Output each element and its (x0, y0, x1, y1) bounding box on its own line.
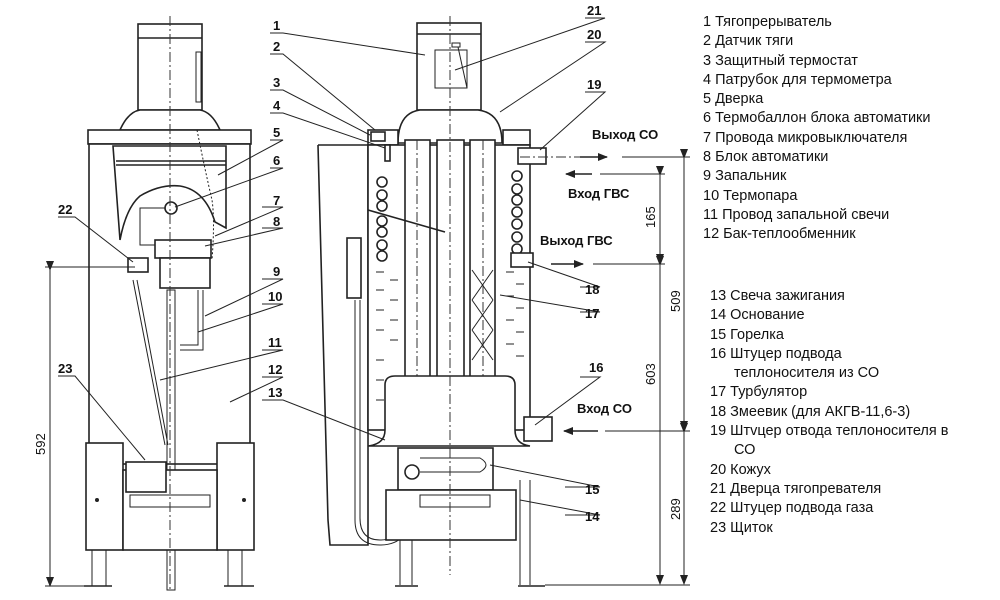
callout-7: 7 (273, 193, 280, 208)
dhw-outlet-fitting (510, 252, 534, 268)
burner (397, 447, 494, 491)
legend-item: 15 Горелка (710, 326, 784, 343)
callout-13: 13 (268, 385, 282, 400)
callout-12: 12 (268, 362, 282, 377)
dim-289-label: 289 (668, 498, 683, 520)
pilot-assembly (346, 237, 362, 299)
front-base-right (216, 442, 255, 551)
callout-18: 18 (585, 282, 599, 297)
callout-6: 6 (273, 153, 280, 168)
front-view (45, 16, 255, 591)
coil-left (376, 176, 388, 262)
callout-16: 16 (589, 360, 603, 375)
thermobulb (164, 201, 178, 215)
legend-item: 12 Бак-теплообменник (703, 226, 856, 243)
turbulator (471, 269, 494, 361)
legend-item: 17 Турбулятор (710, 384, 808, 401)
callout-19: 19 (587, 77, 601, 92)
legend-item: 3 Защитный термостат (703, 52, 858, 69)
callout-17: 17 (585, 306, 599, 321)
legend-item: 11 Провод запальной свечи (703, 206, 890, 223)
legend-item: 21 Дверца тягопревателя (710, 480, 882, 497)
front-door (112, 145, 227, 241)
front-panel-shield (125, 461, 167, 493)
legend-item: 2 Датчик тяги (703, 33, 794, 50)
flow-co-out-label: Выход СО (592, 127, 658, 142)
callout-23: 23 (58, 361, 72, 376)
legend-item: 4 Патрубок для термометра (703, 71, 892, 88)
legend-item: 23 Щиток (710, 519, 773, 536)
legend-item: 1 Тягопрерыватель (703, 14, 832, 30)
dim-603-label: 603 (643, 363, 658, 385)
callout-20: 20 (587, 27, 601, 42)
legend-item: 7 Провода микровыключателя (703, 129, 908, 146)
callout-2: 2 (273, 39, 280, 54)
flow-arrows (520, 153, 690, 586)
callout-15: 15 (585, 482, 599, 497)
thermometer-sleeve (384, 144, 391, 162)
legend-item: 16 Штуцер подвода (710, 345, 842, 362)
co-inlet-fitting (523, 416, 553, 442)
dim-509-label: 509 (668, 290, 683, 312)
flow-dhw-in-label: Вход ГВС (568, 186, 630, 201)
callout-8: 8 (273, 214, 280, 229)
legend-item: 20 Кожух (710, 461, 771, 478)
section-view (317, 16, 553, 587)
legend-item: 10 Термопара (703, 187, 798, 204)
legend-item-continuation: теплоносителя из СО (734, 365, 880, 382)
callout-1: 1 (273, 18, 280, 33)
automatics-block (154, 239, 212, 259)
legend-item: 22 Штуцер подвода газа (710, 500, 874, 517)
legend-item: 19 Штvцер отвода теплоносителя в (710, 423, 949, 440)
section-casing (317, 144, 369, 546)
callout-14: 14 (585, 509, 600, 524)
section-flue (416, 22, 482, 111)
legend-item: 18 Змеевик (для АКГВ-11,6-3) (710, 403, 911, 420)
legend-item: 14 Основание (710, 307, 805, 324)
combustion-chamber (367, 375, 531, 447)
co-outlet-fitting (517, 147, 547, 165)
draft-breaker-door (434, 49, 468, 89)
coil-right (511, 170, 523, 255)
legend-bottom: 13 Свеча зажигания 14 Основание 15 Горелка… (710, 287, 948, 538)
callout-11: 11 (268, 335, 282, 350)
legend-item: 6 Термобаллон блока автоматики (703, 110, 931, 127)
legend-item-continuation: СО (734, 442, 756, 459)
legend-item: 13 Свеча зажигания (710, 288, 845, 304)
protective-thermostat (370, 131, 386, 142)
front-base-left (85, 442, 124, 551)
section-base (385, 489, 517, 541)
callout-5: 5 (273, 125, 280, 140)
callout-3: 3 (273, 75, 280, 90)
callout-21: 21 (587, 3, 601, 18)
water-level-marks (376, 271, 524, 401)
flow-co-in-label: Вход СО (577, 401, 632, 416)
leader-lines (58, 17, 607, 516)
callout-10: 10 (268, 289, 282, 304)
dimension-592: 592 (33, 261, 85, 587)
dim-165-label: 165 (643, 206, 658, 228)
legend-item: 8 Блок автоматики (703, 149, 829, 166)
callout-22: 22 (58, 202, 72, 217)
legend-top: 1 Тягопрерыватель 2 Датчик тяги 3 Защитный… (703, 13, 931, 245)
legend-item: 9 Запальник (703, 168, 787, 185)
dimension-lines (656, 149, 688, 585)
flow-dhw-out-label: Выход ГВС (540, 233, 613, 248)
callout-9: 9 (273, 264, 280, 279)
legend-item: 5 Дверка (703, 91, 764, 108)
callout-4: 4 (273, 98, 281, 113)
dim-592-label: 592 (33, 433, 48, 455)
